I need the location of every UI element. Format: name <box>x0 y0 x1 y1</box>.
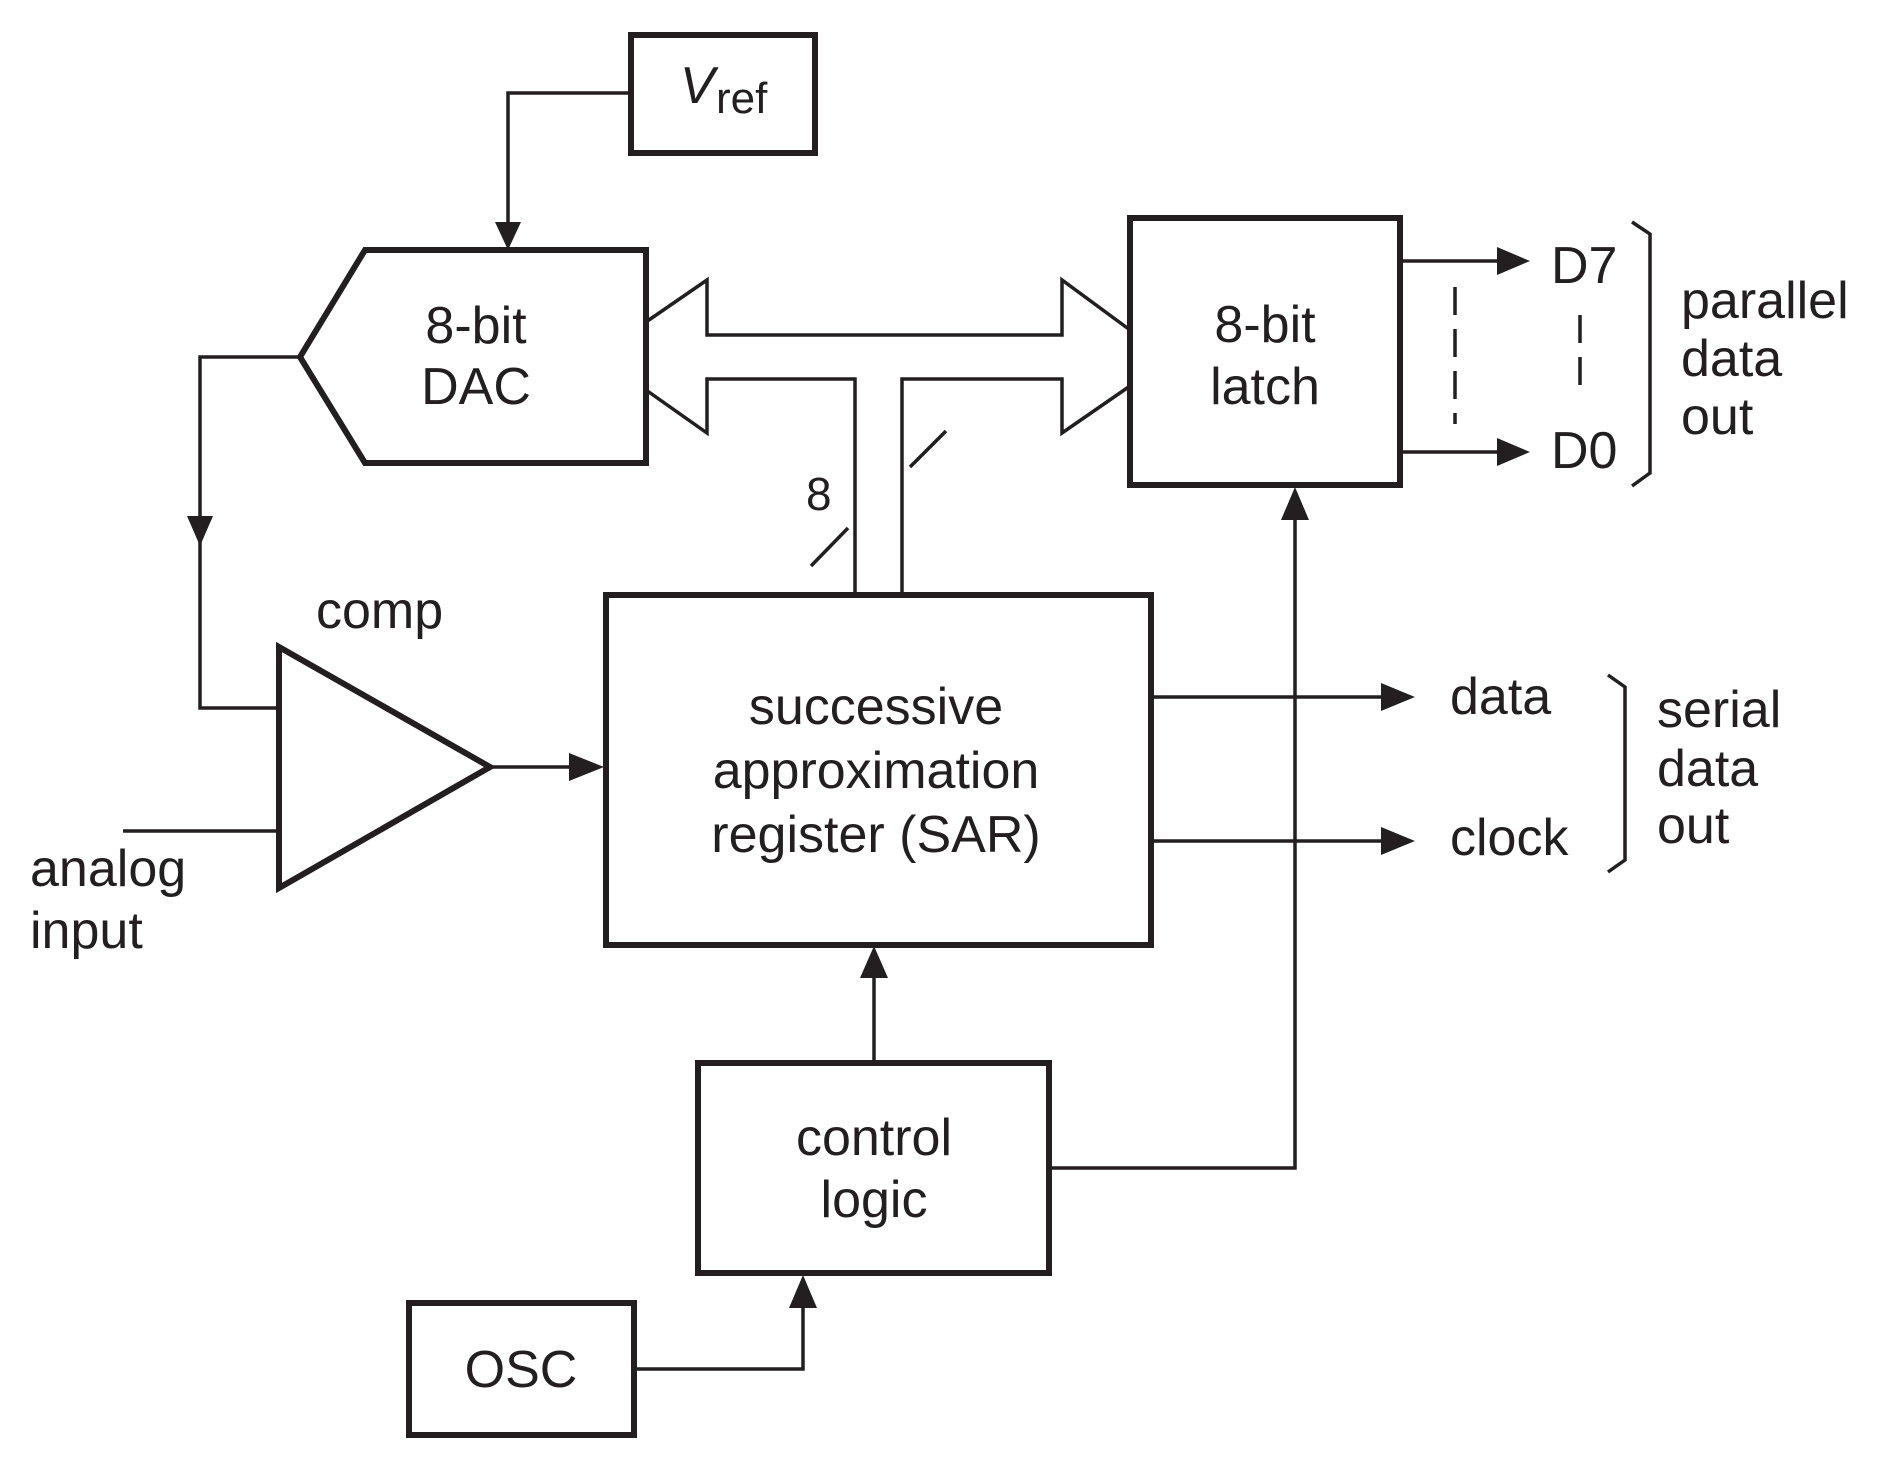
latch-label-line2: latch <box>1210 358 1320 416</box>
bus-width-label: 8 <box>806 468 832 520</box>
vref-label-sub: ref <box>716 74 768 123</box>
serial-clock-arrowhead <box>1381 827 1415 855</box>
latch-box <box>1127 215 1403 488</box>
dac-label-line1: 8-bit <box>425 297 527 355</box>
sar-label-line2: approximation <box>713 742 1040 800</box>
serial-group-label-line2: data <box>1657 740 1758 798</box>
vref-to-dac-arrowhead <box>495 222 521 250</box>
control-logic-label-line1: control <box>796 1109 952 1167</box>
serial-data-label: data <box>1450 668 1551 726</box>
bus-width-slash-left <box>809 526 850 568</box>
latch-block: 8-bit latch <box>1127 215 1403 488</box>
sar-label-line1: successive <box>749 678 1003 736</box>
comp-to-sar-arrowhead <box>569 753 604 781</box>
dac-shape <box>296 247 649 466</box>
d0-label: D0 <box>1551 422 1617 480</box>
control-logic-label-line2: logic <box>821 1171 928 1229</box>
osc-to-control-arrowhead <box>789 1275 817 1308</box>
sar-block: successive approximation register (SAR) <box>603 592 1154 948</box>
serial-clock-label: clock <box>1450 809 1569 867</box>
data-bus: 8 <box>644 276 1132 595</box>
serial-group-label-line1: serial <box>1657 681 1781 739</box>
serial-group-label-line3: out <box>1657 797 1730 855</box>
d7-label: D7 <box>1551 237 1617 295</box>
bus-upper-outline <box>645 276 1132 337</box>
oscillator-block: OSC <box>406 1300 637 1438</box>
dac-block: 8-bit DAC <box>296 247 649 466</box>
control-to-latch-arrowhead <box>1281 487 1309 520</box>
vref-to-dac-wire <box>506 91 631 222</box>
sar-box <box>603 592 1154 948</box>
vref-block: V ref <box>628 32 818 156</box>
d7-output-arrowhead <box>1497 247 1530 275</box>
bus-width-slash-right <box>908 429 948 469</box>
parallel-group-label-line2: data <box>1681 330 1782 388</box>
analog-input-label-line1: analog <box>30 840 186 898</box>
parallel-group-label-line1: parallel <box>1681 272 1849 330</box>
serial-bracket <box>1606 673 1627 874</box>
bus-lower-right-outline <box>900 377 1131 595</box>
control-logic-box <box>695 1060 1052 1276</box>
analog-input-label-line2: input <box>30 902 143 960</box>
vref-label-main: V <box>680 57 719 115</box>
comparator: comp <box>276 582 497 894</box>
control-logic-block: control logic <box>695 1060 1052 1276</box>
parallel-bracket <box>1630 220 1652 488</box>
serial-data-arrowhead <box>1381 683 1415 711</box>
control-to-sar-arrowhead <box>860 946 888 978</box>
oscillator-box <box>406 1300 637 1438</box>
latch-label-line1: 8-bit <box>1214 296 1316 354</box>
dac-label-line2: DAC <box>421 358 531 416</box>
d0-output-arrowhead <box>1497 438 1530 466</box>
bus-lower-left-outline <box>644 377 857 595</box>
sar-label-line3: register (SAR) <box>711 806 1040 864</box>
comparator-label: comp <box>316 582 443 640</box>
oscillator-label: OSC <box>465 1341 578 1399</box>
osc-to-control-wire <box>634 1306 805 1371</box>
parallel-group-label-line3: out <box>1681 388 1754 446</box>
dac-to-comp-arrowhead <box>187 516 213 546</box>
comparator-triangle <box>276 641 497 894</box>
control-to-latch-wire <box>1049 518 1297 1170</box>
